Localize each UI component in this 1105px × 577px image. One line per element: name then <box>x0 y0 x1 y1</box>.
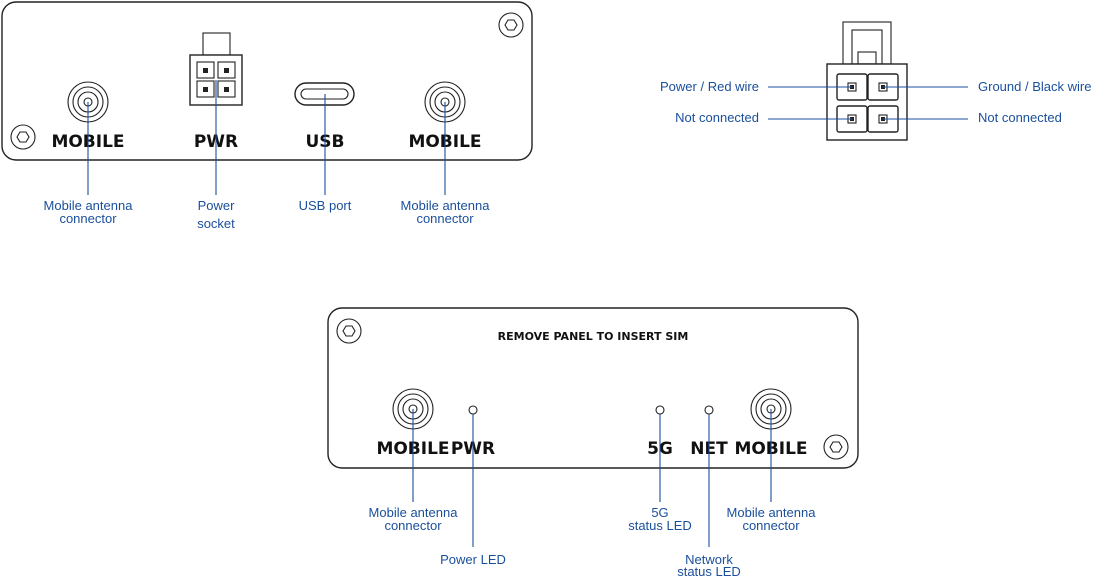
molex-connector-icon: Power / Red wire Ground / Black wire Not… <box>660 21 1091 141</box>
mobile-antenna-callout: Mobile antenna <box>44 198 134 213</box>
mobile-antenna-callout: Mobile antenna <box>727 505 817 520</box>
power-socket-callout: Power <box>198 198 236 213</box>
hex-screw-icon <box>336 318 362 344</box>
network-status-led-callout: status LED <box>677 564 741 577</box>
mobile-antenna-callout: connector <box>742 518 800 533</box>
mobile-antenna-callout: Mobile antenna <box>401 198 491 213</box>
ground-black-wire-callout: Ground / Black wire <box>978 79 1091 94</box>
hex-screw-icon <box>498 12 524 38</box>
power-socket-callout: socket <box>197 216 235 231</box>
panel-instruction: REMOVE PANEL TO INSERT SIM <box>498 330 689 343</box>
front-panel-body <box>1 1 533 161</box>
mobile-antenna-callout: connector <box>384 518 442 533</box>
not-connected-callout: Not connected <box>675 110 759 125</box>
mobile-antenna-callout: connector <box>416 211 474 226</box>
5g-status-led-callout: 5G <box>651 505 668 520</box>
mobile-antenna-callout: Mobile antenna <box>369 505 459 520</box>
usb-port-callout: USB port <box>299 198 352 213</box>
not-connected-callout: Not connected <box>978 110 1062 125</box>
power-led-callout: Power LED <box>440 552 506 567</box>
5g-status-led-callout: status LED <box>628 518 692 533</box>
back-panel-body <box>327 307 859 469</box>
front-panel: MOBILE PWR USB MOBILE Mobile antenna con… <box>1 1 533 231</box>
mobile-antenna-callout: connector <box>59 211 117 226</box>
network-status-led-callout: Network <box>685 552 733 567</box>
hex-screw-icon <box>10 124 36 150</box>
power-red-wire-callout: Power / Red wire <box>660 79 759 94</box>
hex-screw-icon <box>823 434 849 460</box>
back-panel: REMOVE PANEL TO INSERT SIM MOBILE PWR 5G… <box>327 307 859 577</box>
